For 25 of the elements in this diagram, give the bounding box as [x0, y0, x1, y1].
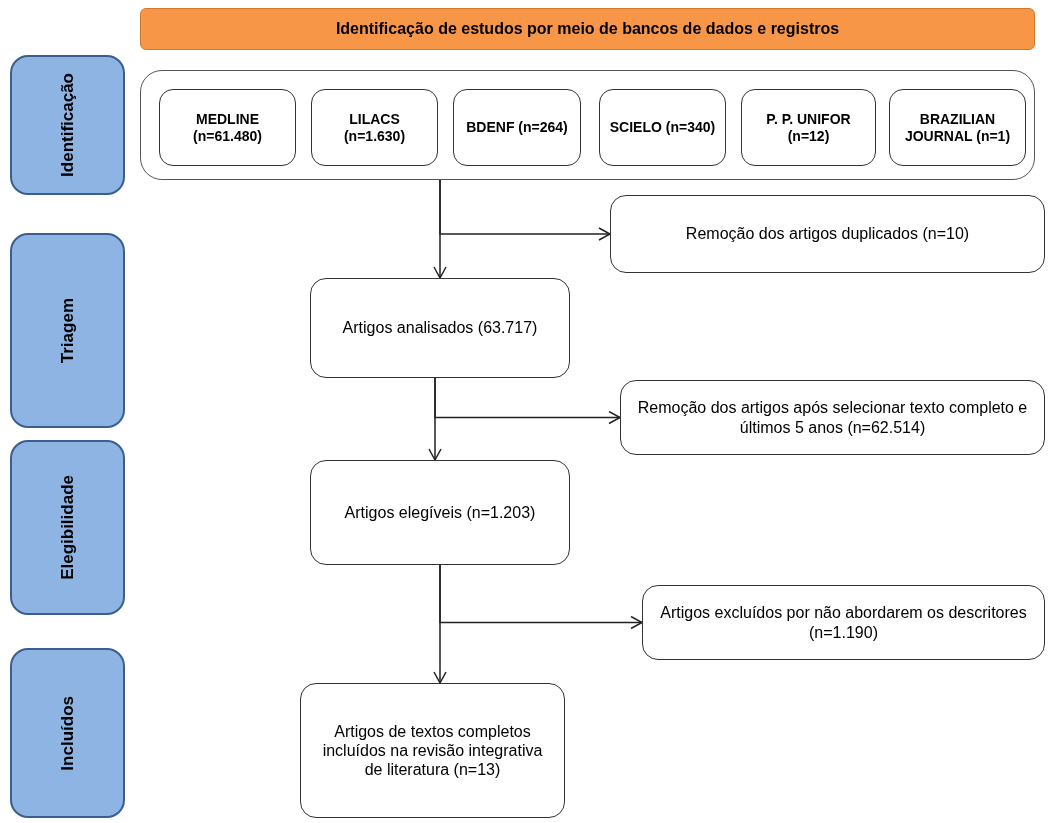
phase-label	[10, 440, 125, 615]
database-box: MEDLINE (n=61.480)	[159, 89, 296, 166]
database-box: LILACS (n=1.630)	[311, 89, 438, 166]
phase-text: Triagem	[57, 297, 78, 364]
database-box: P. P. UNIFOR (n=12)	[741, 89, 876, 166]
phase-text: Incluídos	[57, 695, 78, 771]
arrow	[428, 377, 442, 461]
header-banner: Identificação de estudos por meio de bancos de dados e registros	[140, 8, 1035, 50]
phase-label	[10, 233, 125, 428]
process-box: Artigos excluídos por não abordarem os descritores (n=1.190)	[642, 585, 1045, 660]
phase-text: Identificação	[57, 73, 78, 177]
phase-text: Elegibilidade	[57, 475, 78, 580]
process-box: Remoção dos artigos duplicados (n=10)	[610, 195, 1045, 273]
phase-label	[10, 55, 125, 195]
database-box: SCIELO (n=340)	[599, 89, 726, 166]
arrow	[433, 564, 447, 684]
database-box: BRAZILIAN JOURNAL (n=1)	[889, 89, 1026, 166]
group-box	[140, 70, 1035, 180]
process-box: Artigos elegíveis (n=1.203)	[310, 460, 570, 565]
process-box: Remoção dos artigos após selecionar texto completo e últimos 5 anos (n=62.514)	[620, 380, 1045, 455]
phase-label	[10, 648, 125, 818]
process-box: Artigos de textos completos incluídos na revisão integrativa de literatura (n=13)	[300, 683, 565, 818]
process-box: Artigos analisados (63.717)	[310, 278, 570, 378]
arrow	[433, 179, 447, 279]
database-box: BDENF (n=264)	[453, 89, 581, 166]
